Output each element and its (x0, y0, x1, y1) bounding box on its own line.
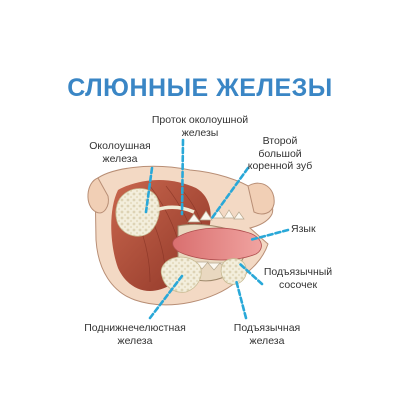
label-tongue: Язык (291, 223, 316, 235)
submandibular-gland-shape (160, 256, 202, 293)
leader-tongue (248, 228, 290, 242)
parotid-duct-shape (155, 205, 195, 214)
upper-teeth (187, 208, 245, 223)
leader-lines (144, 138, 290, 320)
label-parotid-gland: Околоушная железа (89, 140, 151, 165)
leader-second-molar (210, 166, 250, 220)
tongue-shape (172, 227, 262, 261)
label-sublingual-gland: Подъязычная железа (233, 322, 301, 347)
leader-submandibular-gland (148, 274, 184, 320)
leader-parotid-gland (144, 166, 154, 214)
leader-sublingual-gland (234, 278, 248, 320)
label-second-molar: Второй большой коренной зуб (247, 135, 313, 172)
label-sublingual-caruncle: Подъязычный сосочек (263, 266, 333, 291)
page-title: СЛЮННЫЕ ЖЕЛЕЗЫ (67, 74, 333, 102)
ear (87, 177, 109, 214)
nose (247, 182, 275, 215)
label-parotid-duct: Проток околоушной железы (151, 114, 249, 139)
leader-sublingual-caruncle (238, 262, 264, 286)
leader-parotid-duct (180, 138, 185, 216)
parotid-gland-shape (115, 188, 160, 237)
label-submandibular-gland: Поднижнечелюстная железа (84, 322, 186, 347)
sublingual-gland-shape (220, 258, 247, 285)
